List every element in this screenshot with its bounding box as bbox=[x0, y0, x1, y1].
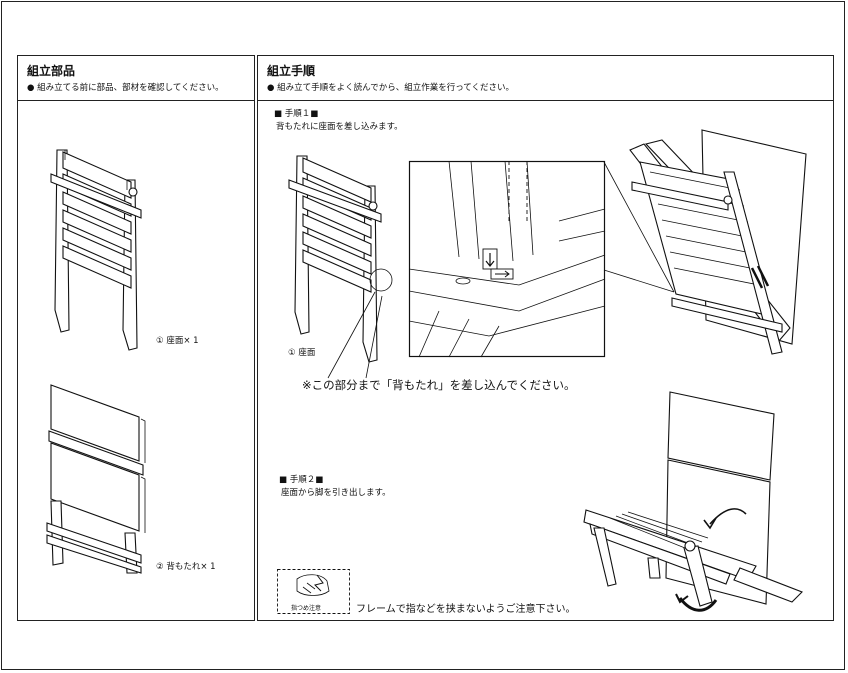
step1-seat-label: ① 座面 bbox=[288, 348, 316, 358]
caution-label: 指つめ注意 bbox=[291, 605, 322, 612]
parts-item1-label: ① 座面× 1 bbox=[156, 336, 199, 346]
seat-part-illustration bbox=[50, 149, 142, 351]
steps-panel: 組立手順 ● 組み立て手順をよく読んでから、組立作業を行ってください。 bbox=[257, 55, 834, 621]
caution-box bbox=[277, 569, 350, 614]
insert-note: ※この部分まで「背もたれ」を差し込んでください。 bbox=[302, 378, 576, 392]
step1-seat-illustration bbox=[288, 155, 393, 363]
step2-title: ■ 手順２■ bbox=[279, 475, 324, 485]
step1-assembly-illustration bbox=[629, 129, 807, 355]
parts-item2-label: ② 背もたれ× 1 bbox=[156, 562, 216, 572]
zoom-connector bbox=[603, 161, 675, 293]
parts-title: 組立部品 bbox=[27, 64, 76, 78]
callout-lines bbox=[327, 291, 383, 379]
step1-description: 背もたれに座面を差し込みます。 bbox=[276, 122, 403, 132]
steps-title: 組立手順 bbox=[267, 64, 316, 78]
backrest-part-illustration bbox=[46, 384, 146, 574]
step2-assembly-illustration bbox=[583, 391, 803, 612]
steps-note: ● 組み立て手順をよく読んでから、組立作業を行ってください。 bbox=[267, 83, 515, 93]
step2-description: 座面から脚を引き出します。 bbox=[281, 488, 391, 498]
caution-text: フレームで指などを挟まないようご注意下さい。 bbox=[356, 604, 576, 615]
steps-header: 組立手順 ● 組み立て手順をよく読んでから、組立作業を行ってください。 bbox=[258, 56, 833, 101]
parts-note: ● 組み立てる前に部品、部材を確認してください。 bbox=[27, 83, 224, 93]
detail-zoom-illustration bbox=[408, 160, 606, 358]
step1-title: ■ 手順１■ bbox=[274, 109, 319, 119]
parts-header: 組立部品 ● 組み立てる前に部品、部材を確認してください。 bbox=[18, 56, 254, 101]
parts-panel: 組立部品 ● 組み立てる前に部品、部材を確認してください。 bbox=[17, 55, 255, 621]
